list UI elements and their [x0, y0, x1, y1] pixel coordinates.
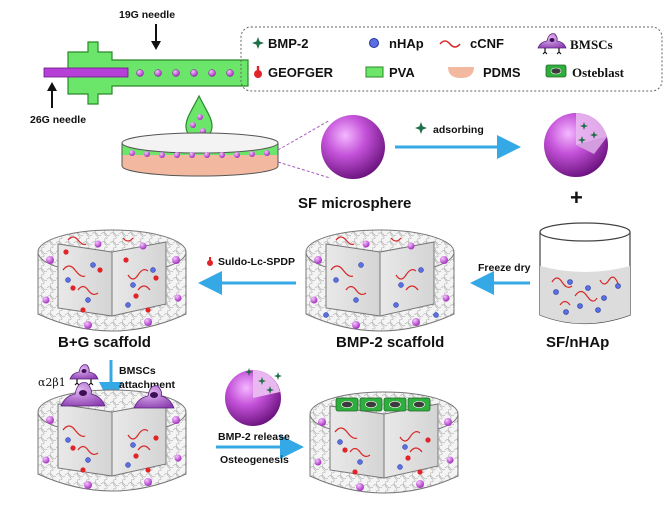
release-label: BMP-2 release [218, 431, 290, 443]
bmp2-scaffold-label: BMP-2 scaffold [336, 334, 444, 351]
legend-pva-icon [365, 66, 384, 78]
legend-pdms-label: PDMS [483, 65, 521, 80]
legend-ccnf-label: cCNF [470, 36, 504, 51]
sf-microsphere [321, 115, 385, 179]
integrin-label: α2β1 [38, 376, 66, 389]
adsorbing-bmp2-icon [415, 122, 427, 134]
legend-bmp2-label: BMP-2 [268, 36, 308, 51]
attachment-label-line1: BMSCs [119, 365, 156, 377]
pdms-dish [121, 132, 279, 177]
plus-sign: + [570, 185, 583, 210]
legend-bmscs-label: BMSCs [570, 37, 613, 52]
legend-osteoblast-icon [545, 64, 567, 78]
legend-pdms-icon [448, 67, 474, 78]
osteoblast-layer [335, 397, 431, 412]
bmp2-scaffold [305, 229, 455, 332]
crosslink-label: Suldo-Lc-SPDP [218, 256, 295, 268]
legend-ccnf-icon [439, 40, 461, 48]
legend-box: BMP-2 nHAp cCNF BMSCs GEOFGER PVA PDMS O… [240, 26, 663, 92]
needle-beads [136, 69, 234, 77]
legend-geofger-icon [254, 66, 262, 78]
legend-bmp2-icon [252, 37, 264, 49]
attachment-cell-icon [69, 364, 99, 386]
bmp2-loaded-sphere [544, 112, 608, 177]
legend-bmscs-icon [537, 33, 567, 55]
legend-pva-label: PVA [389, 65, 415, 80]
zoom-lines [277, 119, 331, 179]
legend-osteoblast-label: Osteblast [572, 65, 625, 80]
releasing-sphere [225, 368, 282, 426]
legend-geofger-label: GEOFGER [268, 65, 334, 80]
freeze-dry-label: Freeze dry [478, 262, 531, 274]
outer-needle-label: 19G needle [119, 9, 175, 21]
coaxial-needle: 19G needle 26G needle [30, 9, 249, 126]
cell-seeded-scaffold [37, 382, 187, 492]
sf-microsphere-label: SF microsphere [298, 195, 411, 212]
osteoblast-scaffold [309, 391, 459, 494]
inner-needle [43, 67, 129, 78]
bg-scaffold-label: B+G scaffold [58, 334, 151, 351]
crosslink-geofger-icon [207, 257, 213, 266]
sf-nhap-label: SF/nHAp [546, 334, 609, 351]
attachment-label-line2: attachment [119, 379, 176, 391]
bg-scaffold [37, 229, 187, 332]
legend-nhap-icon [369, 38, 379, 48]
osteogenesis-label: Osteogenesis [220, 454, 289, 466]
inner-needle-label: 26G needle [30, 114, 86, 126]
legend-nhap-label: nHAp [389, 36, 424, 51]
adsorbing-label: adsorbing [433, 124, 484, 136]
sf-nhap-beaker [539, 222, 631, 325]
